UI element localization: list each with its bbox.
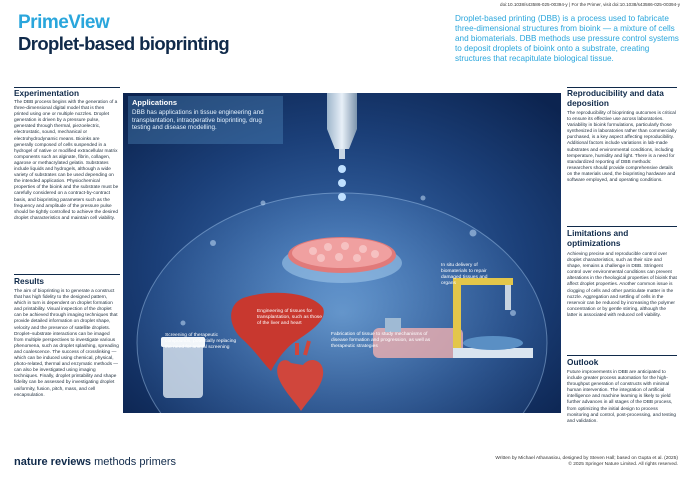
- credit-block: Written by Michael Athanasiou, designed …: [380, 456, 678, 468]
- applications-panel: [128, 96, 283, 144]
- page-title: Droplet-based bioprinting: [18, 33, 230, 54]
- results-text: The aim of bioprinting is to generate a …: [14, 289, 119, 398]
- experimentation-heading: Experimentation: [14, 88, 80, 98]
- limitations-text: Achieving precise and reproducible contr…: [567, 252, 677, 318]
- applications-heading: Applications: [132, 98, 178, 107]
- bioprinting-illustration: [123, 93, 561, 413]
- applications-text: DBB has applications in tissue engineeri…: [132, 109, 264, 132]
- divider: [567, 355, 677, 356]
- brand-bold: nature reviews: [14, 456, 92, 468]
- divider: [14, 274, 120, 275]
- results-heading: Results: [14, 276, 44, 286]
- callout-engineering: Engineering of tissues for transplantati…: [257, 309, 322, 326]
- doi-line: doi:10.1038/s43586-025-00394-y | For the…: [500, 2, 680, 7]
- limitations-heading: Limitations and optimizations: [567, 228, 629, 248]
- reproducibility-text: The reproducibility of bioprinting outco…: [567, 111, 677, 184]
- divider: [567, 226, 677, 227]
- brand-light: methods primers: [94, 456, 177, 468]
- outlook-heading: Outlook: [567, 357, 599, 367]
- divider: [567, 87, 677, 88]
- callout-screening: Screening of therapeutic compounds, pote…: [165, 333, 237, 350]
- journal-brand: nature reviews methods primers: [14, 456, 176, 468]
- callout-fabrication: Fabrication of tissue to study mechanism…: [331, 332, 431, 349]
- reproducibility-heading: Reproducibility and data deposition: [567, 88, 664, 108]
- experimentation-text: The DBB process begins with the generati…: [14, 100, 119, 221]
- primeview-label: PrimeView: [18, 12, 110, 33]
- divider: [14, 87, 120, 88]
- outlook-text: Future improvements in DBB are anticipat…: [567, 370, 677, 424]
- credit-line: Written by Michael Athanasiou, designed …: [495, 456, 678, 461]
- intro-text: Droplet-based printing (DBB) is a proces…: [455, 14, 679, 63]
- copyright-line: © 2025 Springer Nature Limited. All righ…: [568, 462, 678, 468]
- callout-in-situ: In situ delivery of biomaterials to repa…: [441, 263, 488, 286]
